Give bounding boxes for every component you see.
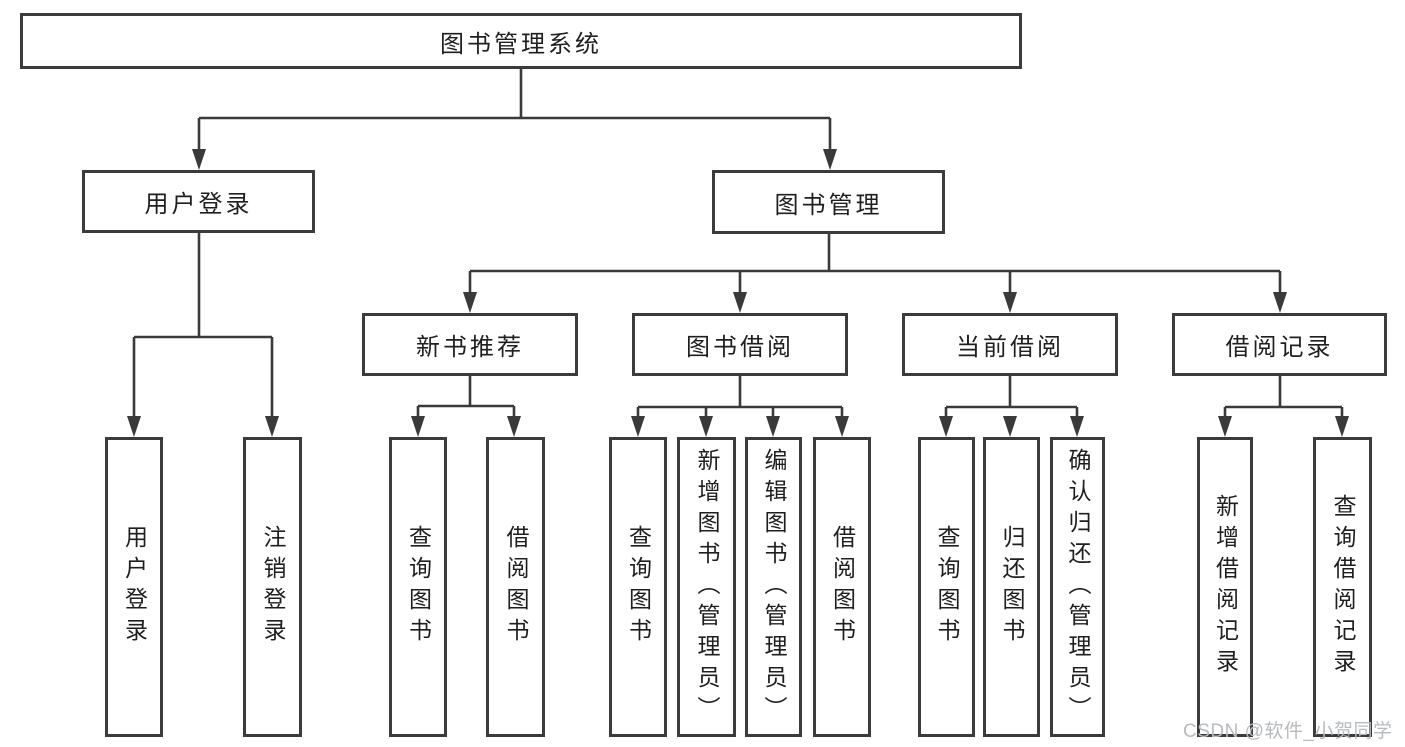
node-borrow-record: 借阅记录 — [1172, 313, 1387, 376]
leaf-borrow-borrow-book: 借阅图书 — [813, 437, 871, 737]
leaf-user-login: 用户登录 — [105, 437, 163, 737]
leaf-recommend-borrow-book: 借阅图书 — [486, 437, 545, 737]
leaf-logout: 注销登录 — [243, 437, 302, 737]
leaf-borrow-query-book: 查询图书 — [609, 437, 667, 737]
node-current-borrow: 当前借阅 — [902, 313, 1118, 376]
node-user-login: 用户登录 — [82, 170, 315, 233]
leaf-borrow-edit-book-admin: 编辑图书（管理员） — [745, 437, 802, 737]
leaf-current-query-book: 查询图书 — [918, 437, 975, 737]
node-new-book-recommend: 新书推荐 — [362, 313, 578, 376]
csdn-watermark: CSDN @软件_小贺同学 — [1183, 721, 1393, 742]
node-book-borrow: 图书借阅 — [632, 313, 848, 376]
leaf-borrow-add-book-admin: 新增图书（管理员） — [677, 437, 736, 737]
leaf-recommend-query-book: 查询图书 — [389, 437, 447, 737]
leaf-record-add-borrow-record: 新增借阅记录 — [1197, 437, 1253, 737]
leaf-current-return-book: 归还图书 — [983, 437, 1040, 737]
node-book-management: 图书管理 — [712, 170, 945, 234]
node-root-system: 图书管理系统 — [20, 13, 1022, 69]
leaf-current-confirm-return-admin: 确认归还（管理员） — [1050, 437, 1105, 737]
leaf-record-query-borrow-record: 查询借阅记录 — [1313, 437, 1372, 737]
